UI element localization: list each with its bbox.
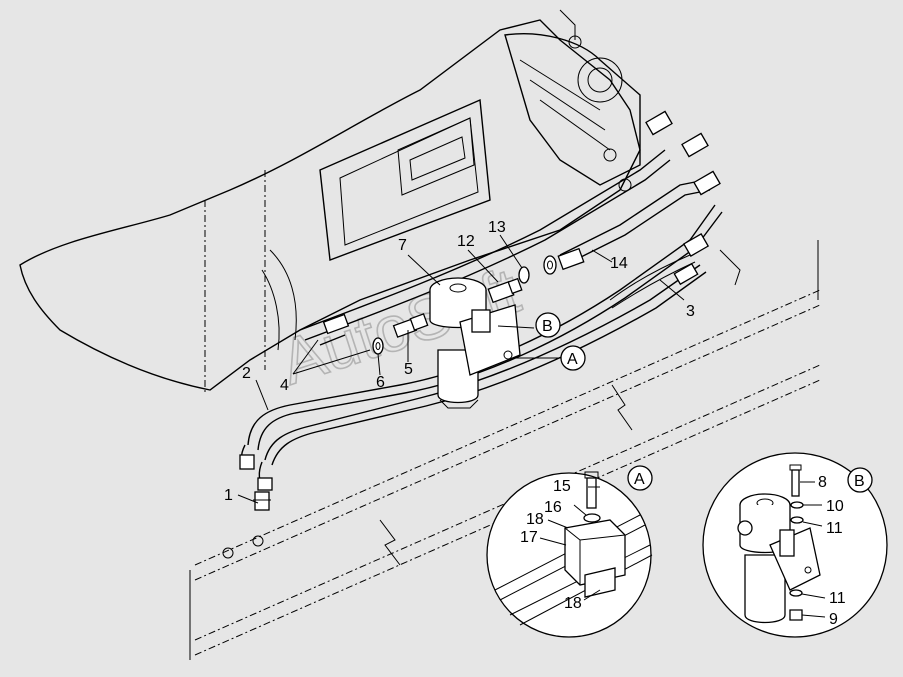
detail-b-callout-8: 8 [818,474,827,491]
callout-2: 2 [242,365,251,382]
detail-a-marker-letter: A [634,471,645,488]
lower-fittings [239,444,273,511]
callout-13: 13 [488,219,506,236]
ref-b-letter: B [542,318,553,335]
detail-b: B 8 10 11 11 9 [702,452,888,638]
detail-a-callout-15: 15 [553,478,571,495]
inline-fittings [319,247,585,355]
detail-a-marker [627,465,653,491]
callout-1: 1 [224,487,233,504]
ref-b-circle [535,312,561,338]
detail-b-callout-11-top: 11 [826,520,843,537]
detail-a-callout-18-bottom: 18 [564,595,582,612]
callout-3: 3 [686,303,695,320]
detail-a-callout-16: 16 [544,499,562,516]
detail-b-marker [847,467,873,493]
callout-7: 7 [398,237,407,254]
detail-b-callout-9: 9 [829,611,838,628]
main-callouts: 1 2 3 4 5 6 7 12 13 14 B A [224,219,695,504]
detail-a-callout-17: 17 [520,529,538,546]
callout-14: 14 [610,255,628,272]
detail-b-callout-10: 10 [826,498,844,515]
filter-assembly [429,277,521,409]
ref-a-circle [560,345,586,371]
detail-b-marker-letter: B [854,473,865,490]
detail-b-callout-11-bottom: 11 [829,590,846,607]
transmission-housing [19,9,641,395]
callout-4: 4 [280,377,289,394]
callout-6: 6 [376,374,385,391]
detail-a: A 15 16 18 17 18 [486,465,653,638]
ref-a-letter: A [567,351,578,368]
callout-5: 5 [404,361,413,378]
detail-a-callout-18-top: 18 [526,511,544,528]
callout-12: 12 [457,233,475,250]
main-leaders [237,234,685,504]
